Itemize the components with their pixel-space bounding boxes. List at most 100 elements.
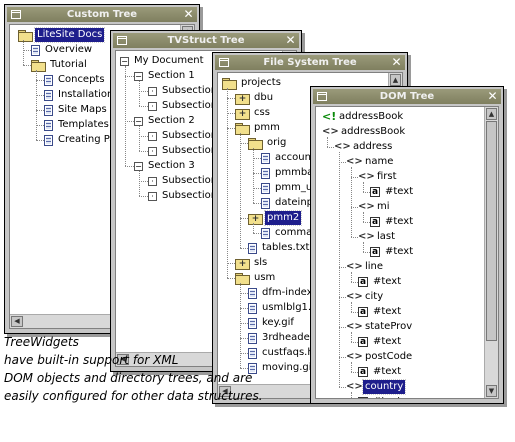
tree-node[interactable]: <>addressBook [322,125,407,139]
tree-node[interactable]: dateinpt [261,196,319,210]
scroll-up-arrow-icon[interactable]: ▲ [486,108,497,120]
window-menu-icon[interactable] [317,92,327,101]
close-icon[interactable]: ✕ [487,89,498,103]
tree-node[interactable]: <>address [334,140,394,154]
tree-node[interactable]: −Section 3 [134,159,197,173]
file-system-tree-titlebar[interactable]: File System Tree ✕ [215,55,405,70]
tree-node[interactable]: tables.txt [248,241,311,255]
collapse-box-icon[interactable]: − [134,161,143,171]
tree-node[interactable]: custfaqs.ht [248,346,320,360]
tree-node[interactable]: key.gif [248,316,296,330]
tree-node[interactable]: dfm-index. [248,286,318,300]
close-icon[interactable]: ✕ [285,33,296,47]
close-icon[interactable]: ✕ [391,55,402,69]
tree-node[interactable]: projects [222,76,283,90]
tree-connector [253,223,254,233]
window-menu-icon[interactable] [219,58,229,67]
tree-node[interactable]: ·Subsection [148,99,219,113]
tree-node[interactable]: a#text [370,215,415,229]
tree-node[interactable]: 3rdheader. [248,331,318,345]
scroll-left-arrow-icon[interactable]: ◀ [219,386,231,397]
collapse-box-icon[interactable]: − [134,71,143,81]
tree-node-label: Section 1 [148,70,195,81]
element-icon: <> [334,141,351,152]
tree-node[interactable]: <>name [346,155,395,169]
tree-node-label: country [361,379,407,395]
tree-node[interactable]: <>postCode [346,350,414,364]
tree-node-label: Section 3 [148,160,195,171]
tree-node[interactable]: ·Subsection [148,84,219,98]
vertical-scrollbar[interactable]: ▲ ▼ [484,107,498,398]
tree-node[interactable]: commar [261,226,318,240]
tree-connector [253,203,261,204]
tree-node[interactable]: <>first [358,170,399,184]
tree-node[interactable]: a#text [370,245,415,259]
tree-connector [139,151,148,152]
tree-node[interactable]: Site Maps [44,103,109,117]
window-title: DOM Tree [379,91,435,102]
tree-node[interactable]: Overview [31,43,94,57]
close-icon[interactable]: ✕ [183,7,194,21]
tree-connector [327,147,334,148]
window-menu-icon[interactable] [117,36,127,45]
tree-node[interactable]: Tutorial [31,58,89,72]
scroll-thumb[interactable] [486,121,497,341]
tree-node[interactable]: pmm2 [248,210,303,226]
tree-node[interactable]: usm [235,271,277,285]
tree-node[interactable]: <>country [346,379,407,395]
tree-node[interactable]: LiteSite Docs [18,27,106,43]
tree-node[interactable]: <>stateProv [346,320,414,334]
tree-node[interactable]: <!addressBook [322,110,405,124]
tree-node[interactable]: pmm [235,121,282,135]
tree-node[interactable]: accoun [261,151,313,165]
tree-node[interactable]: ·Subsection [148,144,219,158]
tree-node[interactable]: −Section 1 [134,69,197,83]
tree-node[interactable]: a#text [358,365,403,379]
tree-node[interactable]: a#text [358,305,403,319]
tree-node[interactable]: moving.gif [248,361,317,375]
tree-node[interactable]: Installation [44,88,115,102]
tree-node-label: dbu [254,92,274,103]
tree-node[interactable]: pmm_ut [261,181,318,195]
tree-node[interactable]: <>last [358,230,397,244]
tree-node[interactable]: −My Document [120,54,206,68]
tree-node[interactable]: a#text [370,185,415,199]
dom-tree-titlebar[interactable]: DOM Tree ✕ [313,89,501,104]
collapse-box-icon[interactable]: − [134,116,143,126]
tree-node[interactable]: a#text [358,395,403,398]
tree-node[interactable]: pmmbas [261,166,321,180]
tree-node-label: Subsection [162,85,218,96]
text-node-icon: a [358,397,368,398]
tvstruct-tree-titlebar[interactable]: TVStruct Tree ✕ [113,33,299,48]
tree-node[interactable]: ·Subsection [148,174,219,188]
scroll-up-arrow-icon[interactable]: ▲ [390,74,401,86]
tree-node[interactable]: <>mi [358,200,392,214]
tree-node[interactable]: css [235,106,272,120]
tree-node[interactable]: Concepts [44,73,107,87]
scroll-left-arrow-icon[interactable]: ◀ [11,316,23,327]
tree-node[interactable]: Templates [44,118,111,132]
tree-node[interactable]: <>line [346,260,385,274]
tree-node[interactable]: a#text [358,275,403,289]
tree-node[interactable]: dbu [235,91,275,105]
tree-node[interactable]: ·Subsection [148,189,219,203]
tree-node[interactable]: −Section 2 [134,114,197,128]
document-icon [44,89,53,101]
tree-node[interactable]: a#text [358,335,403,349]
tree-node[interactable]: usmlblg1.jp [248,301,322,315]
tree-node[interactable]: sls [235,256,269,270]
window-menu-icon[interactable] [11,10,21,19]
custom-tree-titlebar[interactable]: Custom Tree ✕ [7,7,197,22]
folder-open-icon [235,272,250,285]
collapse-box-icon[interactable]: − [120,56,129,66]
tree-node-label: pmm_ut [275,182,317,193]
tree-node[interactable]: Creating Pa [44,133,117,147]
tree-connector [363,252,370,253]
scroll-left-arrow-icon[interactable]: ◀ [117,354,129,365]
tree-node[interactable]: <>city [346,290,385,304]
tree-node[interactable]: ·Subsection [148,129,219,143]
scroll-down-arrow-icon[interactable]: ▼ [486,385,497,397]
tree-node[interactable]: orig [248,136,288,150]
caption: TreeWidgets have built-in support for XM… [4,333,304,405]
